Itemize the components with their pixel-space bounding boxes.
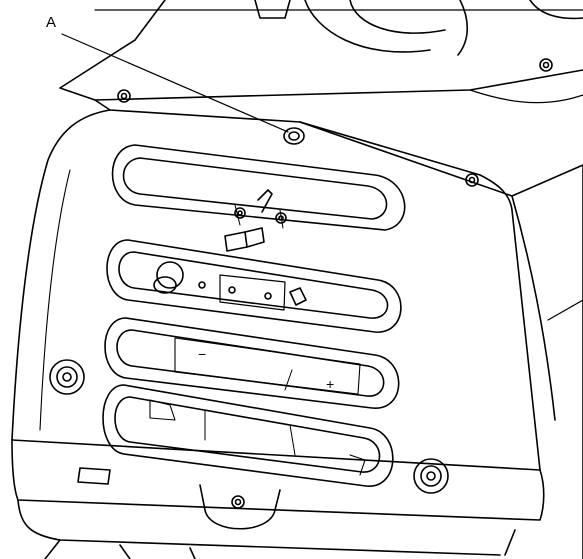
- slot-1-screws: [234, 207, 287, 224]
- screw-right-large: [413, 458, 449, 494]
- grille-slot-3: − +: [104, 317, 400, 409]
- knob-button: [153, 261, 184, 294]
- screw-bottom: [231, 495, 245, 509]
- screw-left-large: [49, 359, 85, 395]
- top-frame-lines: [94, 0, 583, 56]
- screw-top-right: [539, 58, 553, 72]
- callout-label-a: A: [46, 14, 57, 31]
- grille-slot-1: [111, 144, 406, 252]
- grille-slot-4: [102, 384, 394, 487]
- grille-slot-2: [106, 239, 402, 333]
- front-cover: [11, 109, 541, 471]
- cover-screws: [49, 58, 553, 509]
- rear-housing: [59, 39, 583, 559]
- base-skirt: [11, 439, 545, 559]
- callout-leader-line: [61, 33, 289, 133]
- plus-symbol: +: [326, 376, 334, 392]
- screw-top-left: [117, 89, 131, 103]
- latch-clip: [224, 189, 273, 252]
- minus-symbol: −: [198, 346, 206, 362]
- vent-plug: [283, 127, 305, 145]
- screw-middle-right: [465, 173, 479, 187]
